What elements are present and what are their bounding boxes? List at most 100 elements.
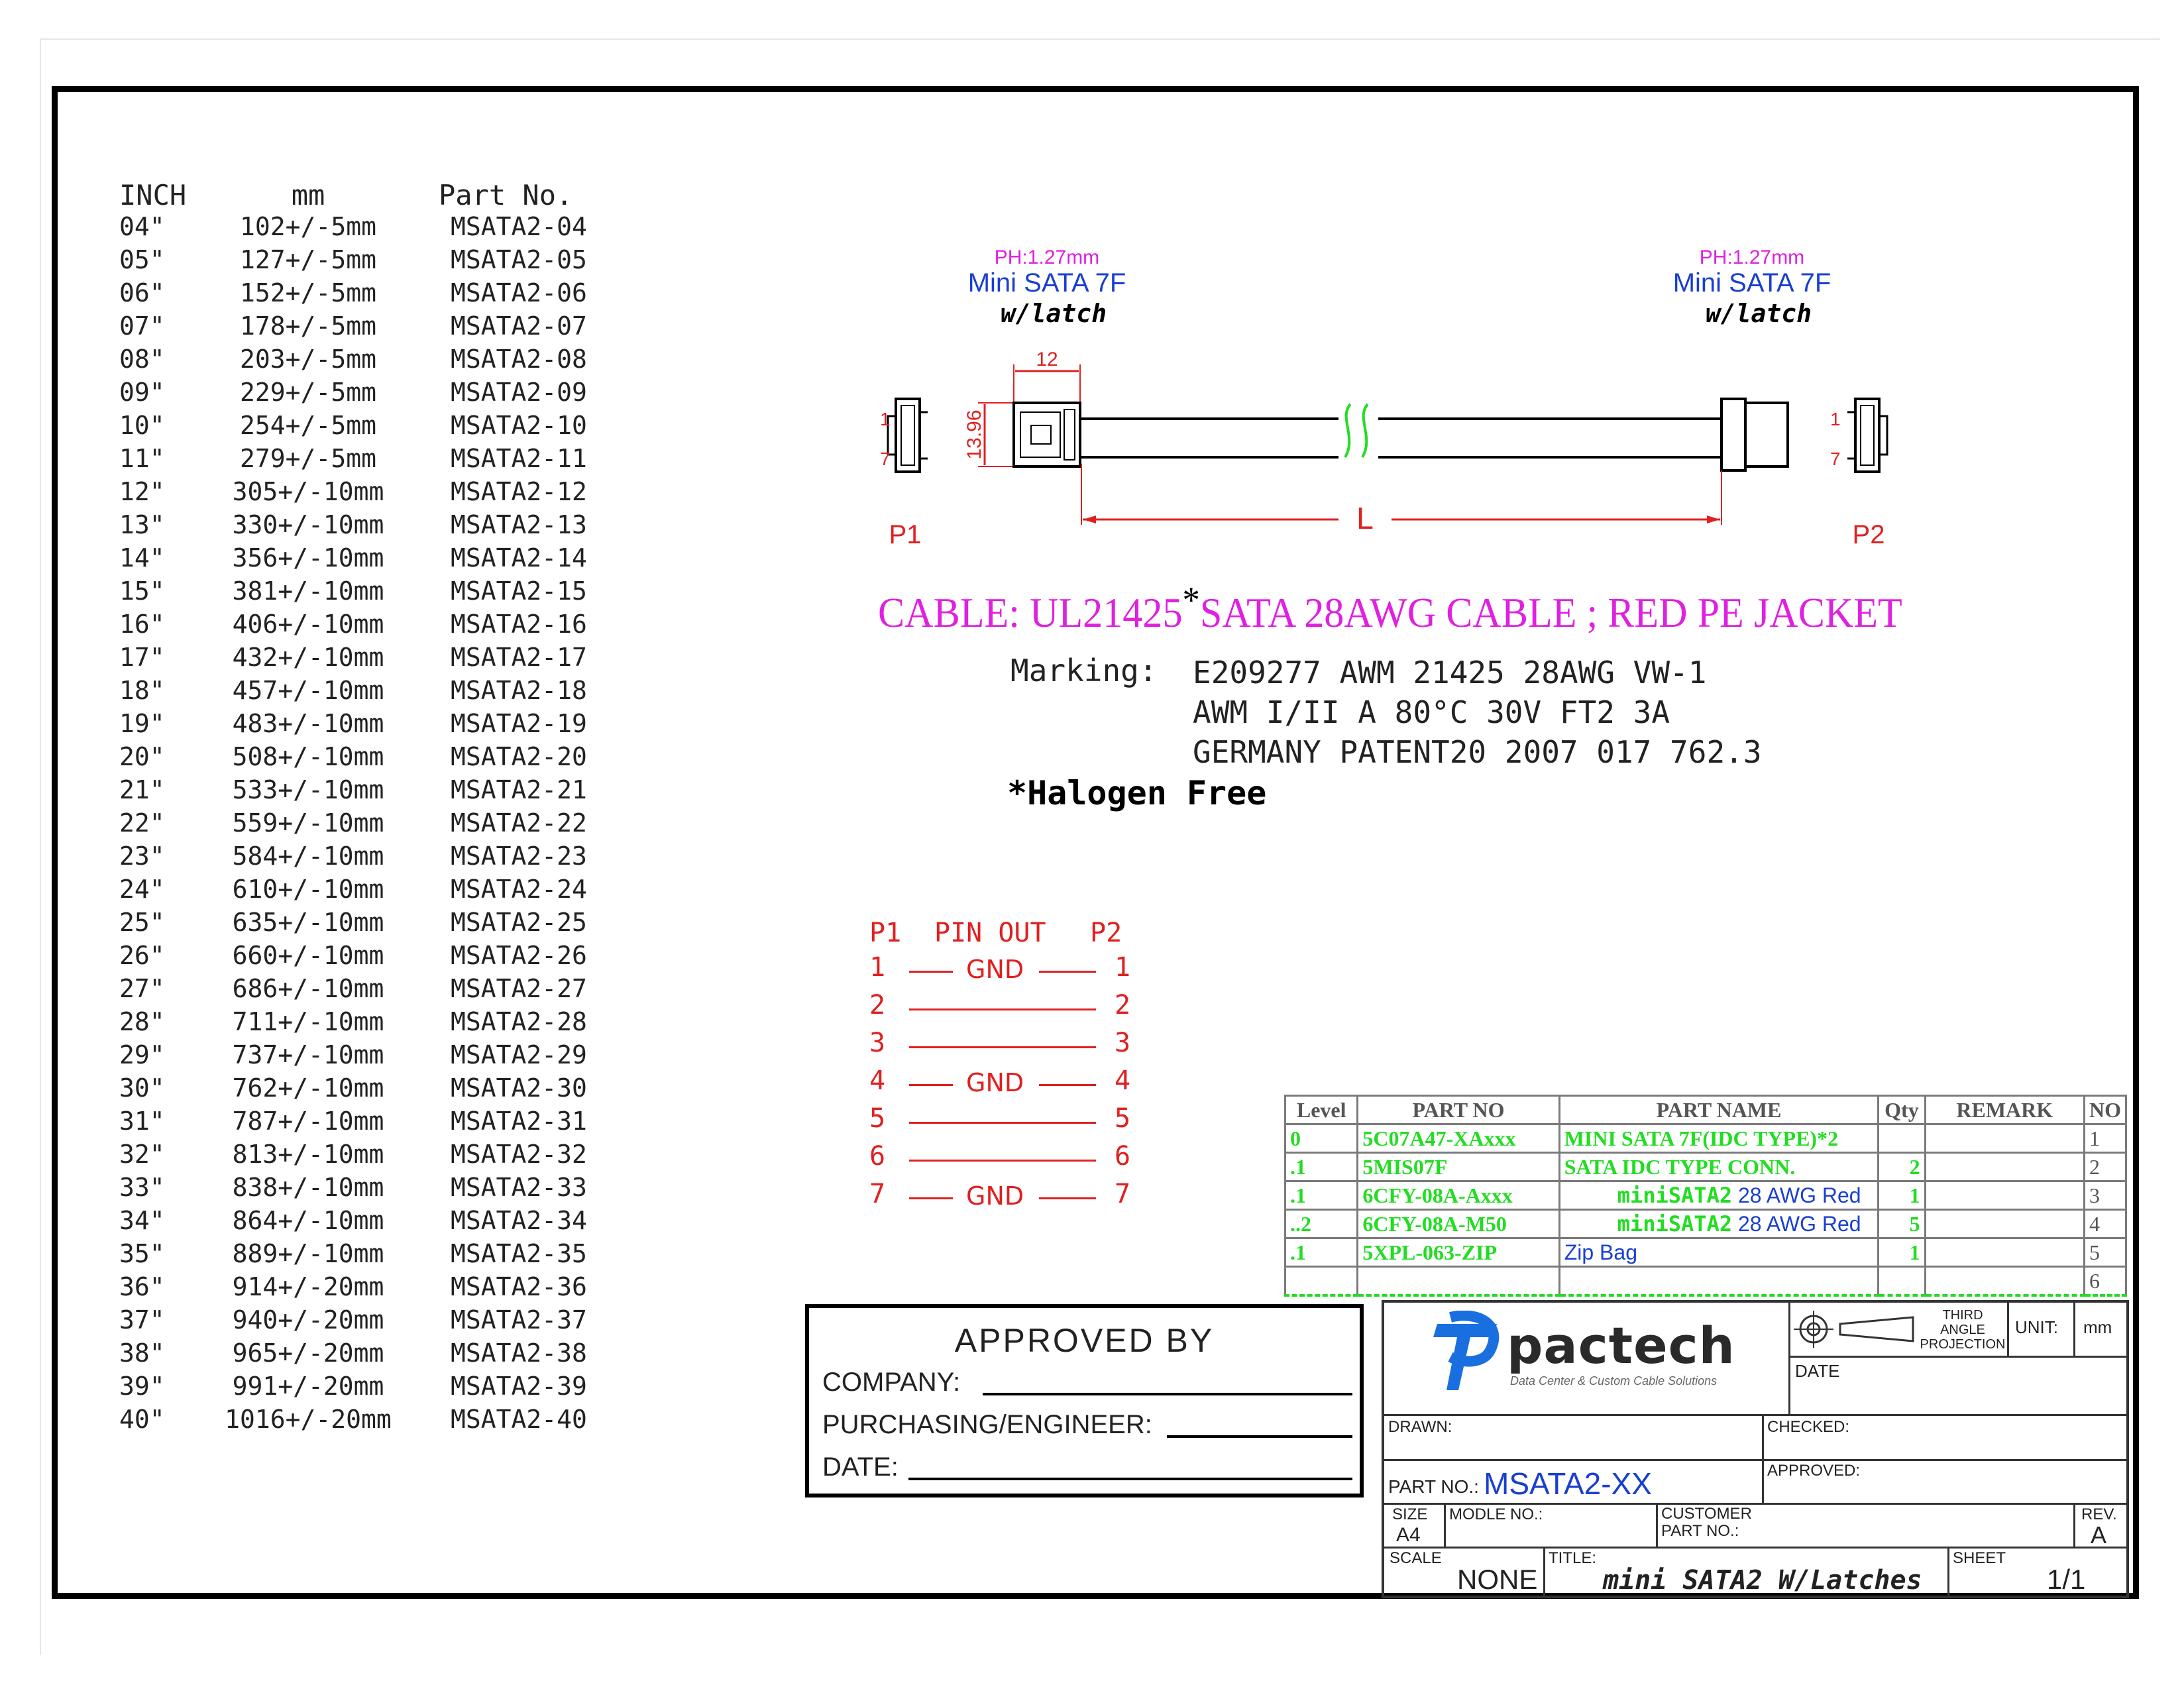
size-label: SIZE xyxy=(1392,1505,1428,1523)
p2-label: P2 xyxy=(1853,520,1885,549)
bom-header-no: NO xyxy=(2083,1095,2128,1125)
length-inch: 37" xyxy=(119,1305,165,1334)
header-part-no: Part No. xyxy=(439,179,573,211)
pinout-gnd-label: GND xyxy=(966,1068,1024,1097)
length-inch: 25" xyxy=(119,908,165,937)
bom-part-no: 5C07A47-XAxxx xyxy=(1356,1123,1560,1154)
bom-no: 2 xyxy=(2083,1152,2128,1182)
length-part-no: MSATA2-12 xyxy=(451,477,587,506)
bom-part-name: Zip Bag xyxy=(1558,1237,1880,1268)
approval-company-line[interactable] xyxy=(983,1393,1352,1395)
pinout-wire xyxy=(1039,1084,1096,1086)
length-part-no: MSATA2-04 xyxy=(451,212,587,241)
length-mm: 787+/-10mm xyxy=(232,1107,384,1136)
length-inch: 05" xyxy=(119,245,165,274)
bom-qty: 2 xyxy=(1877,1152,1926,1182)
cable-break-gap xyxy=(1338,412,1378,465)
cable-break-icon xyxy=(1344,403,1369,459)
pinout-header-p1: P1 xyxy=(869,918,902,948)
bom-header-row: Level PART NO PART NAME Qty REMARK NO xyxy=(1283,1095,2128,1125)
pinout-wire xyxy=(909,1197,953,1199)
projection-line: PROJECTION xyxy=(1920,1337,2006,1352)
scale-label: SCALE xyxy=(1390,1549,1442,1567)
length-inch: 23" xyxy=(119,842,165,871)
bom-part-name-detail: 28 AWG Red xyxy=(1732,1183,1861,1207)
pinout-p1-pin: 6 xyxy=(869,1141,886,1171)
length-inch: 13" xyxy=(119,510,165,539)
length-mm: 635+/-10mm xyxy=(232,908,384,937)
approval-date-line[interactable] xyxy=(908,1478,1352,1480)
right-pin-7-label: 7 xyxy=(1830,449,1841,469)
length-mm: 889+/-10mm xyxy=(232,1239,384,1268)
length-inch: 15" xyxy=(119,576,165,606)
length-inch: 38" xyxy=(119,1338,165,1368)
pinout-header-p2: P2 xyxy=(1090,918,1122,948)
length-mm: 406+/-10mm xyxy=(232,610,384,639)
pinout-p1-pin: 4 xyxy=(869,1065,886,1096)
pinout-p1-pin: 1 xyxy=(869,952,886,983)
third-angle-projection-icon xyxy=(1794,1311,1914,1348)
length-mm: 965+/-20mm xyxy=(232,1338,384,1368)
length-inch: 28" xyxy=(119,1007,165,1036)
length-mm: 254+/-5mm xyxy=(240,411,376,440)
bom-part-name-detail: 28 AWG Red xyxy=(1732,1212,1861,1236)
marking-line: GERMANY PATENT20 2007 017 762.3 xyxy=(1193,734,1762,770)
length-part-no: MSATA2-16 xyxy=(451,610,587,639)
bom-no: 6 xyxy=(2083,1266,2128,1297)
bom-part-name-main: MINI SATA 7F(IDC TYPE)*2 xyxy=(1564,1126,1839,1150)
length-part-no: MSATA2-15 xyxy=(451,576,587,606)
left-pitch-label: PH:1.27mm xyxy=(995,246,1099,268)
unit-value: mm xyxy=(2083,1317,2112,1337)
length-part-no: MSATA2-34 xyxy=(451,1206,587,1235)
brand-name: pactech xyxy=(1507,1316,1735,1375)
length-inch: 11" xyxy=(119,444,165,473)
length-part-no: MSATA2-20 xyxy=(451,742,587,771)
length-part-no: MSATA2-11 xyxy=(451,444,587,473)
bom-no: 5 xyxy=(2083,1237,2128,1268)
right-side-connector-icon xyxy=(1720,398,1789,472)
bom-part-name xyxy=(1558,1266,1880,1297)
length-mm: 229+/-5mm xyxy=(240,378,376,407)
bom-remark xyxy=(1924,1123,2085,1154)
length-part-no: MSATA2-33 xyxy=(451,1173,587,1202)
left-connector-name: Mini SATA 7F xyxy=(968,268,1126,298)
pinout-wire xyxy=(909,1008,1096,1010)
bom-header-remark: REMARK xyxy=(1924,1095,2085,1125)
length-inch: 04" xyxy=(119,212,165,241)
scale-value: NONE xyxy=(1457,1564,1538,1595)
rev-value: A xyxy=(2091,1521,2107,1549)
length-inch: 09" xyxy=(119,378,165,407)
p1-label: P1 xyxy=(889,520,922,549)
left-pin-7-label: 7 xyxy=(880,449,891,469)
page-left-border xyxy=(40,38,41,1655)
length-part-no: MSATA2-27 xyxy=(451,974,587,1003)
bom-part-no: 6CFY-08A-Axxx xyxy=(1356,1180,1560,1211)
length-mm: 1016+/-20mm xyxy=(225,1405,392,1434)
length-inch: 34" xyxy=(119,1206,165,1235)
pinout-wire xyxy=(909,1122,1096,1124)
right-pitch-label: PH:1.27mm xyxy=(1700,246,1804,268)
length-part-no: MSATA2-18 xyxy=(451,676,587,705)
length-mm: 356+/-10mm xyxy=(232,543,384,572)
brand-tagline: Data Center & Custom Cable Solutions xyxy=(1510,1374,1718,1388)
length-mm: 584+/-10mm xyxy=(232,842,384,871)
length-part-no: MSATA2-17 xyxy=(451,643,587,672)
bom-part-name: SATA IDC TYPE CONN. xyxy=(1558,1152,1880,1182)
pinout-wire xyxy=(909,1046,1096,1048)
pinout-p1-pin: 2 xyxy=(869,990,886,1020)
cable-title: CABLE: UL21425*SATA 28AWG CABLE ; RED PE… xyxy=(878,580,1902,637)
header-inch: INCH xyxy=(119,179,187,211)
approval-purchasing-line[interactable] xyxy=(1167,1435,1352,1438)
rev-label: REV. xyxy=(2081,1505,2117,1523)
pinout-p2-pin: 3 xyxy=(1115,1028,1131,1058)
pinout-wire xyxy=(1039,971,1096,973)
length-inch: 08" xyxy=(119,345,165,374)
bom-part-name-main: SATA IDC TYPE CONN. xyxy=(1564,1154,1796,1179)
bom-level xyxy=(1283,1266,1359,1297)
length-mm: 508+/-10mm xyxy=(232,742,384,771)
pactech-logo-icon xyxy=(1433,1311,1500,1390)
